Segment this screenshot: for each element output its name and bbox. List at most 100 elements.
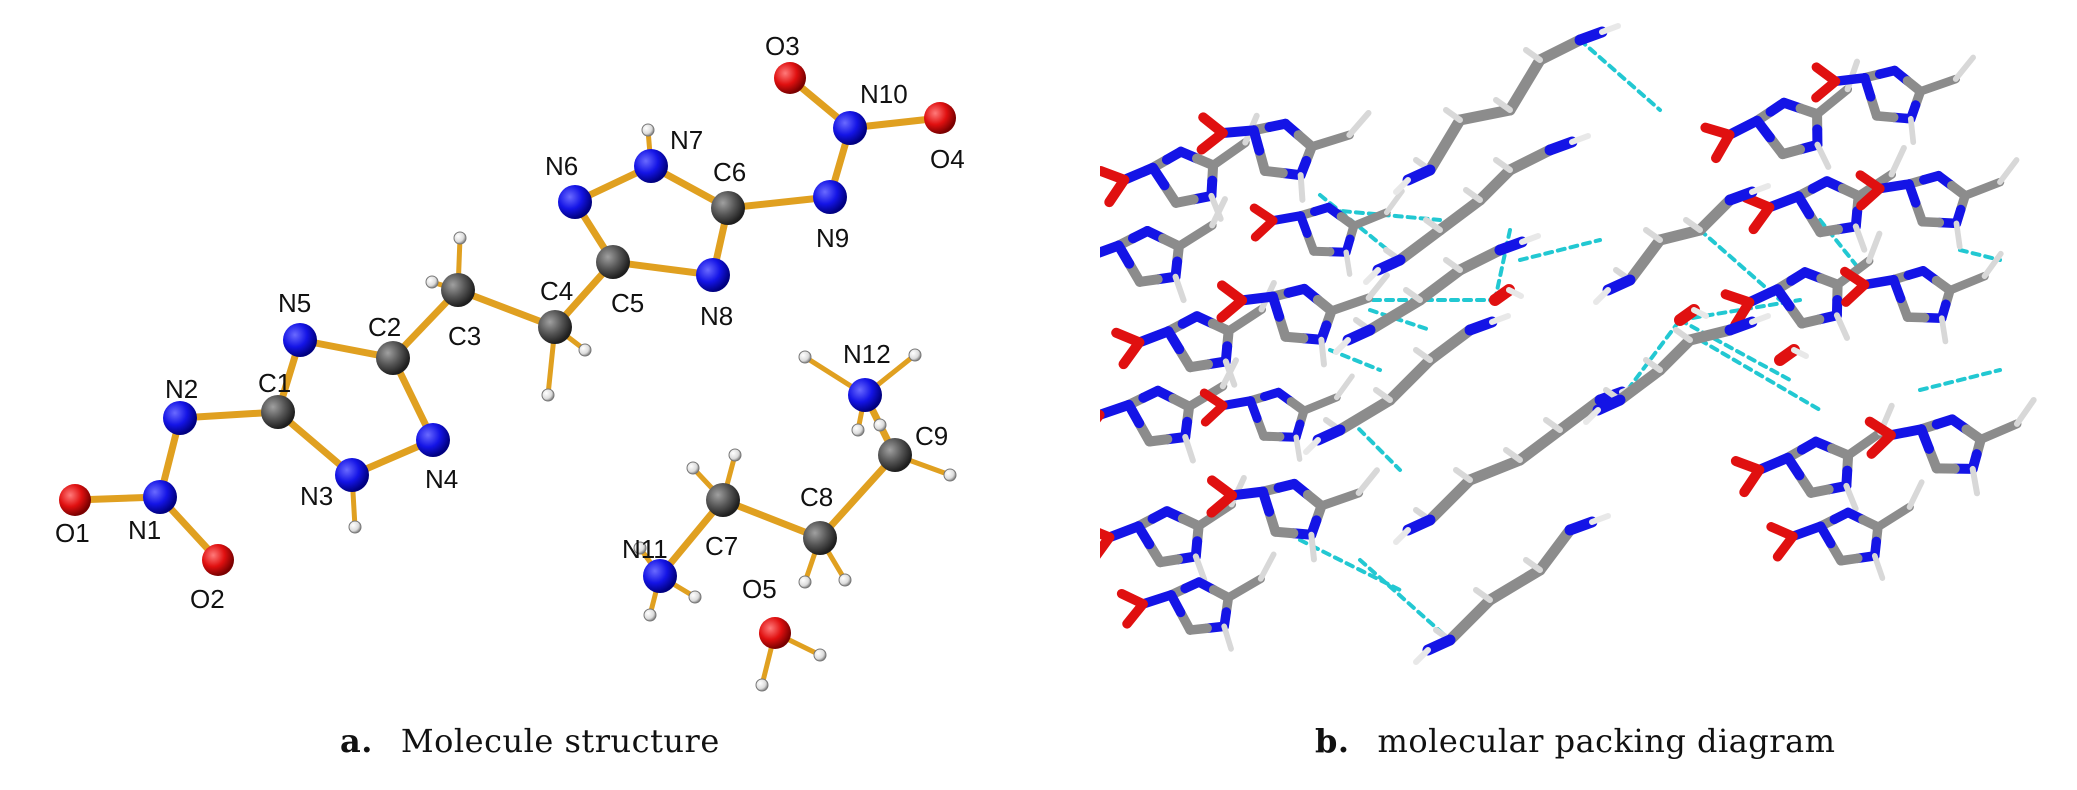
bond-C8-C9 [816, 451, 899, 542]
triazole-unit [1700, 58, 1861, 170]
ammonium-bond [1564, 516, 1598, 536]
chain-bond [1614, 364, 1666, 406]
chain-h-bond [1403, 287, 1423, 303]
chain-h-bond [1643, 357, 1663, 373]
n-h-bond [1413, 647, 1431, 665]
atom-label-c7: C7 [705, 531, 738, 561]
nitro-bond [1754, 452, 1793, 475]
chain-h-bond [1443, 107, 1463, 123]
atom-h5b [755, 678, 769, 692]
chain-bond [1424, 114, 1466, 176]
atom-label-c8: C8 [800, 482, 833, 512]
chain-bond [1464, 454, 1526, 486]
c-h-bond [1355, 467, 1380, 496]
caption-text-a: Molecule structure [400, 722, 720, 760]
c-h-bond [1865, 230, 1883, 264]
atom-label-o5: O5 [742, 574, 777, 604]
atom-h3a [453, 231, 467, 245]
stick-model-layer [1100, 23, 2037, 665]
atom-c3 [441, 273, 475, 307]
atom-h11a [633, 541, 647, 555]
triazole-unit [1199, 373, 1355, 462]
atom-h4b [541, 388, 555, 402]
atom-h11c [688, 590, 702, 604]
atom-n7 [634, 149, 668, 183]
n-h-bond [1852, 223, 1868, 253]
n-h-bond [1953, 220, 1963, 250]
nitro-oxygen-bond [1748, 202, 1775, 235]
nitro-bond [1119, 162, 1158, 185]
n-h-bond [1343, 249, 1353, 277]
chain-bond [1384, 354, 1436, 406]
atom-h4a [578, 343, 592, 357]
ammonium-bond [1342, 324, 1376, 346]
chain-bond [1424, 474, 1476, 526]
linker-bond [1349, 208, 1391, 230]
atom-h8a [798, 575, 812, 589]
triazole-unit [1855, 157, 2020, 250]
triazole-unit [1864, 397, 2037, 497]
hydrogen-bond [1368, 308, 1432, 332]
atom-c6 [711, 191, 745, 225]
n-h-bond [1489, 313, 1511, 325]
chain-h-bond [1443, 257, 1463, 273]
n-h-bond [1519, 233, 1541, 245]
atom-label-c3: C3 [448, 321, 481, 351]
linker-bond [1208, 138, 1250, 170]
hydrogen-bond [1918, 368, 2002, 392]
atom-n12 [848, 378, 882, 412]
atom-h3b [425, 275, 439, 289]
atom-label-n4: N4 [425, 464, 458, 494]
linker-bond [1945, 271, 1989, 295]
nitro-oxygen-bond [1100, 532, 1115, 565]
c-h-bond [1952, 54, 1976, 82]
chain-h-bond [1643, 227, 1663, 243]
nitro-bond [1859, 274, 1899, 290]
hydrogen-bond [1698, 338, 1822, 412]
nitro-bond [1218, 396, 1256, 411]
linker-bond [1316, 488, 1364, 511]
nitro-oxygen-bond [1250, 216, 1278, 242]
atom-c9 [878, 438, 912, 472]
triazole-unit [1811, 54, 1976, 146]
atom-label-c2: C2 [368, 312, 401, 342]
triazole-unit [1196, 109, 1372, 203]
n-h-bond [1303, 437, 1321, 455]
caption-letter-a: a. [340, 722, 373, 760]
atom-label-n7: N7 [670, 125, 703, 155]
nitro-bond [1744, 284, 1783, 308]
chain-bond [1534, 524, 1576, 576]
atom-label-n12: N12 [843, 339, 891, 369]
nitro-bond [1134, 326, 1174, 348]
atom-h7 [641, 123, 655, 137]
n-h-bond [1814, 141, 1832, 170]
nitro-oxygen-bond [1739, 464, 1765, 498]
ammonium-bond [1602, 274, 1636, 296]
atom-n9 [813, 180, 847, 214]
atom-label-n3: N3 [300, 481, 333, 511]
nitro-bond [1104, 521, 1144, 543]
triazole-unit [1206, 467, 1380, 563]
atom-label-n1: N1 [128, 515, 161, 545]
chain-bond [1624, 234, 1666, 286]
atom-label-o3: O3 [765, 31, 800, 61]
chain-h-bond [1673, 327, 1693, 343]
nitro-bond [1830, 73, 1870, 87]
ammonium-bond [1494, 236, 1528, 256]
chain-bond [1514, 424, 1566, 466]
atom-label-n11: N11 [622, 534, 668, 564]
chain-h-bond [1473, 587, 1493, 603]
chain-h-bond [1413, 347, 1433, 363]
hydrogen-bond [1678, 318, 1792, 382]
c-h-bond [1981, 250, 2004, 280]
atom-h7b [728, 448, 742, 462]
caption-packing-diagram: b.molecular packing diagram [1315, 722, 1835, 760]
linker-bond [1299, 393, 1341, 415]
n-h-bond [1749, 313, 1771, 325]
hydrogen-bond [1518, 238, 1602, 262]
atom-h12b [908, 348, 922, 362]
chain-bond [1684, 324, 1736, 346]
